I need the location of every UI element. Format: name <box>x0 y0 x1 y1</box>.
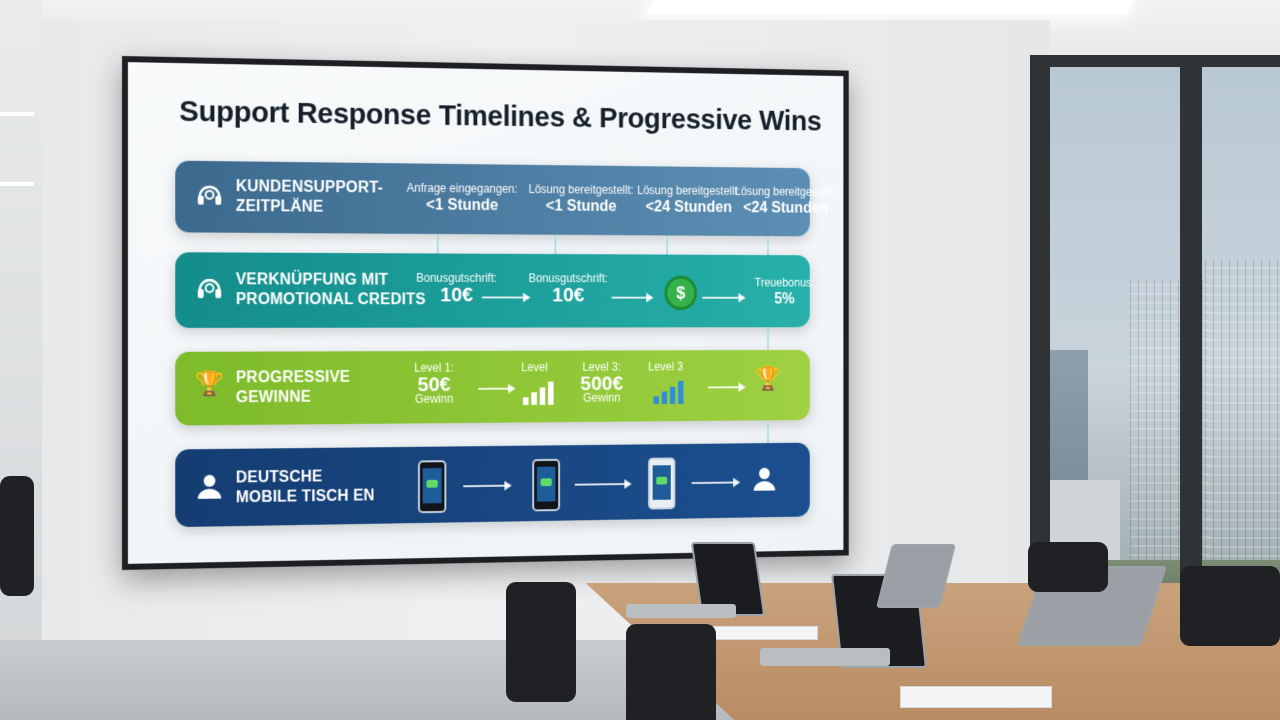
office-chair <box>626 624 716 720</box>
support-row: KUNDENSUPPORT- ZEITPLÄNE Anfrage eingega… <box>175 160 836 237</box>
support-row-label: KUNDENSUPPORT- ZEITPLÄNE <box>236 177 383 218</box>
window-frame <box>1030 55 1280 67</box>
mobile-row: DEUTSCHE MOBILE TISCH EN <box>175 442 810 528</box>
arrow <box>691 481 739 485</box>
cell-value: 500€ <box>580 372 624 395</box>
support-cell: Lösung bereitgestellt: <1 Stunde <box>528 182 634 215</box>
promo-label-line1: VERKNÜPFUNG MIT <box>235 271 389 289</box>
light-strip <box>0 182 34 186</box>
cell-value: <1 Stunde <box>545 197 617 215</box>
office-chair <box>1028 542 1108 592</box>
trophy-icon: 🏆 <box>194 370 225 398</box>
cell-caption: Lösung bereitgestellt: <box>528 182 634 197</box>
cell-value: 10€ <box>440 283 474 307</box>
cell-caption: Lösung bereitgestellt: <box>734 184 837 199</box>
user-icon <box>193 471 226 505</box>
cell-value: <24 Stunden <box>743 199 829 217</box>
progressive-label-line2: GEWINNE <box>235 388 312 407</box>
paper <box>900 686 1052 708</box>
user-icon <box>749 464 779 497</box>
cell-sub: Gewinn <box>414 391 454 406</box>
smartphone-icon <box>648 457 676 510</box>
progressive-row-label: PROGRESSIVE GEWINNE <box>236 368 350 408</box>
growth-chart-icon <box>653 380 690 405</box>
progressive-cell: Level 1: 50€ Gewinn <box>414 361 454 407</box>
cell-value: 10€ <box>552 284 585 307</box>
smartphone-icon <box>418 460 447 514</box>
support-label-line2: ZEITPLÄNE <box>235 198 324 216</box>
connector-line <box>767 236 769 256</box>
cell-caption: Bonusgutschrift: <box>416 270 497 285</box>
progressive-label-line1: PROGRESSIVE <box>235 368 351 387</box>
wall-display: Support Response Timelines & Progressive… <box>122 56 849 570</box>
arrow <box>611 296 652 299</box>
left-room-edge <box>0 0 42 720</box>
arrow <box>574 482 630 486</box>
promo-row: VERKNÜPFUNG MIT PROMOTIONAL CREDITS Bonu… <box>175 252 814 328</box>
cell-caption: Anfrage eingegangen: <box>406 181 518 196</box>
arrow <box>478 387 514 390</box>
promo-cell: Bonusgutschrift: 10€ <box>528 271 608 307</box>
cell-value: <24 Stunden <box>645 198 733 216</box>
arrow <box>707 386 744 389</box>
connector-line <box>767 327 769 351</box>
paper <box>706 626 818 640</box>
connector-line <box>436 233 439 254</box>
promo-label-line2: PROMOTIONAL CREDITS <box>235 291 426 309</box>
cell-value: <1 Stunde <box>426 196 499 214</box>
mobile-label-line1: DEUTSCHE <box>235 468 323 487</box>
progressive-cell: Level <box>521 360 548 375</box>
trophy-icon: 🏆 <box>754 366 782 392</box>
connector-line <box>666 235 669 255</box>
progressive-cell: Level 3 <box>648 360 683 375</box>
office-chair <box>506 582 576 702</box>
display-title: Support Response Timelines & Progressive… <box>179 94 822 138</box>
progressive-row: 🏆 PROGRESSIVE GEWINNE Level 1: 50€ Gewin… <box>175 349 810 426</box>
support-cell: Lösung bereitgestellt: <24 Stunden <box>734 184 837 217</box>
mobile-label-line2: MOBILE TISCH EN <box>235 487 375 507</box>
headset-icon <box>193 272 226 306</box>
cell-caption: Level <box>521 360 548 375</box>
laptop-keyboard <box>626 604 736 618</box>
headset-icon <box>193 179 226 213</box>
arrow <box>702 296 744 299</box>
window-frame <box>1180 60 1202 630</box>
dollar-coin-icon: $ <box>664 275 698 311</box>
office-chair <box>1180 566 1280 646</box>
cell-caption: Treuebonus: <box>754 275 815 290</box>
promo-row-label: VERKNÜPFUNG MIT PROMOTIONAL CREDITS <box>236 270 426 310</box>
support-cell: Anfrage eingegangen: <1 Stunde <box>406 181 518 214</box>
connector-line <box>767 420 769 444</box>
window-frame <box>1030 60 1050 630</box>
arrow <box>481 296 529 299</box>
growth-chart-icon <box>522 381 560 406</box>
cell-caption: Bonusgutschrift: <box>528 271 608 286</box>
office-chair <box>0 476 34 596</box>
cell-caption: Level 3 <box>648 359 684 374</box>
progressive-cell: Level 3: 500€ Gewinn <box>580 360 623 405</box>
support-cell: Lösung bereitgestellt: <24 Stunden <box>637 183 740 215</box>
laptop-keyboard <box>760 648 890 666</box>
cell-sub: Gewinn <box>583 390 621 405</box>
cell-value: 50€ <box>417 373 451 397</box>
light-strip <box>0 112 34 116</box>
support-label-line1: KUNDENSUPPORT- <box>235 178 383 197</box>
smartphone-icon <box>532 458 561 512</box>
mobile-row-label: DEUTSCHE MOBILE TISCH EN <box>236 467 375 508</box>
connector-line <box>554 234 557 255</box>
window <box>1030 60 1280 620</box>
cell-value: 5% <box>774 291 795 308</box>
promo-cell: Treuebonus: 5% <box>754 275 815 308</box>
display-content: Support Response Timelines & Progressive… <box>127 62 844 564</box>
ceiling-light <box>645 0 1135 14</box>
arrow <box>463 484 510 488</box>
cell-caption: Lösung bereitgestellt: <box>637 183 741 198</box>
